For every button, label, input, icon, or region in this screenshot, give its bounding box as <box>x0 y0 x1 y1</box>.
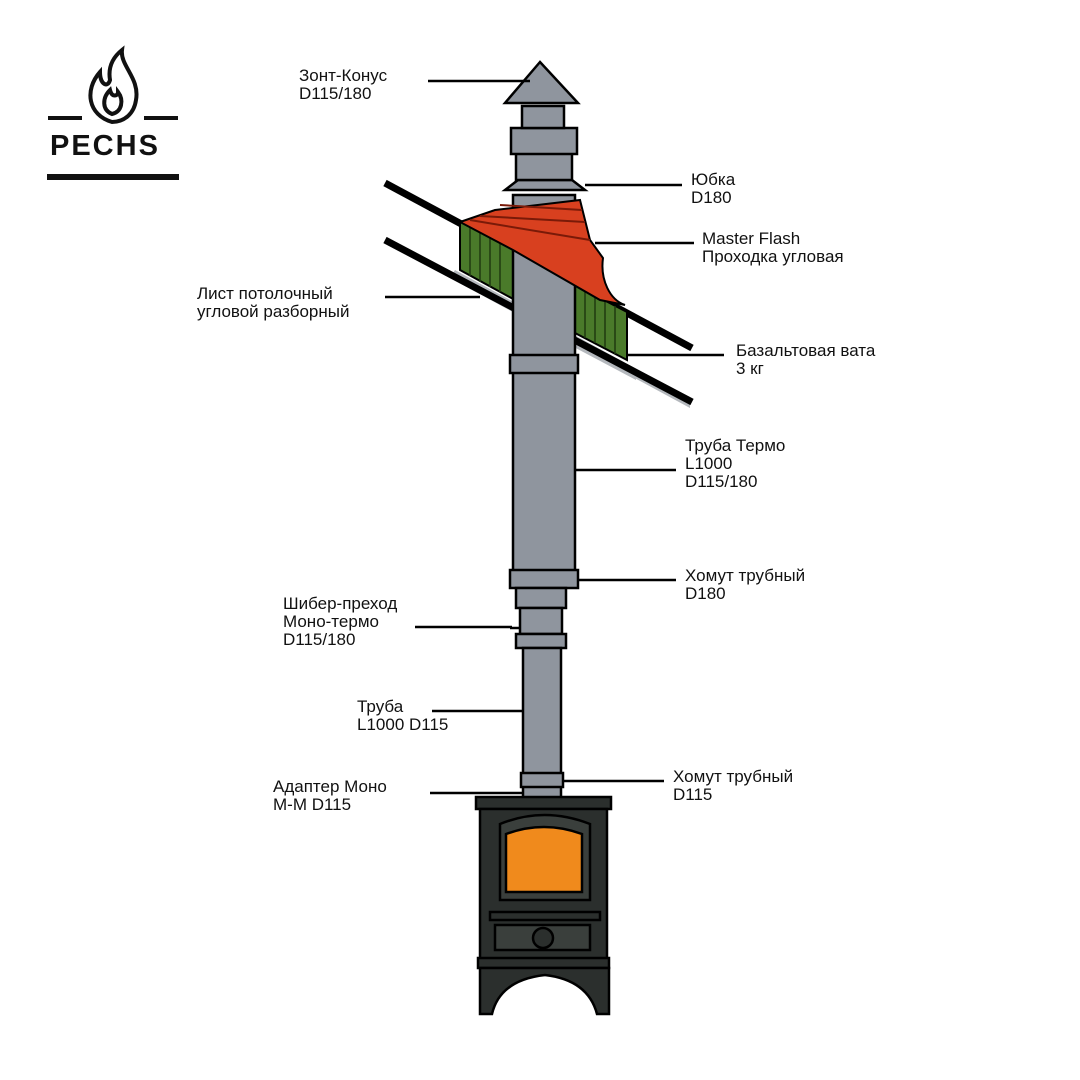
label-line: Проходка угловая <box>702 247 844 266</box>
stove <box>474 795 613 1016</box>
logo-underline <box>47 174 179 180</box>
label-line: Хомут трубный <box>673 767 794 786</box>
leader-lines <box>385 79 724 795</box>
label-line: Труба <box>357 697 404 716</box>
label-line: L1000 <box>685 454 733 473</box>
label-line: D180 <box>691 188 732 207</box>
label-line: Юбка <box>691 170 736 189</box>
label-line: Моно-термо <box>283 612 379 631</box>
label-line: Лист потолочный <box>197 284 333 303</box>
clamp-d115 <box>519 771 565 789</box>
label-line: Master Flash <box>702 229 801 248</box>
top-section <box>501 60 589 192</box>
lower-pipe <box>510 586 568 800</box>
label-line: D115/180 <box>283 630 356 649</box>
label-line: D115/180 <box>299 84 372 103</box>
brand-name: PECHS <box>50 130 160 162</box>
label-line: 3 кг <box>736 359 764 378</box>
label-line: М-М D115 <box>273 795 352 814</box>
label-line: угловой разборный <box>197 302 350 321</box>
label-line: D115/180 <box>685 472 758 491</box>
label-line: Труба Термо <box>685 436 786 455</box>
label-line: Зонт-Конус <box>299 66 388 85</box>
label-line: Хомут трубный <box>685 566 806 585</box>
label-line: Адаптер Моно <box>273 777 387 796</box>
fire-window <box>504 825 584 894</box>
label-line: D180 <box>685 584 726 603</box>
skirt-d180 <box>501 178 589 192</box>
label-line: L1000 D115 <box>357 715 449 734</box>
master-flash <box>457 198 626 306</box>
clamp-d180 <box>508 568 580 590</box>
label-line: D115 <box>673 785 713 804</box>
flame-logo-icon <box>48 45 178 125</box>
label-line: Базальтовая вата <box>736 341 876 360</box>
label-line: Шибер-преход <box>283 594 398 613</box>
umbrella-cone <box>502 60 581 105</box>
